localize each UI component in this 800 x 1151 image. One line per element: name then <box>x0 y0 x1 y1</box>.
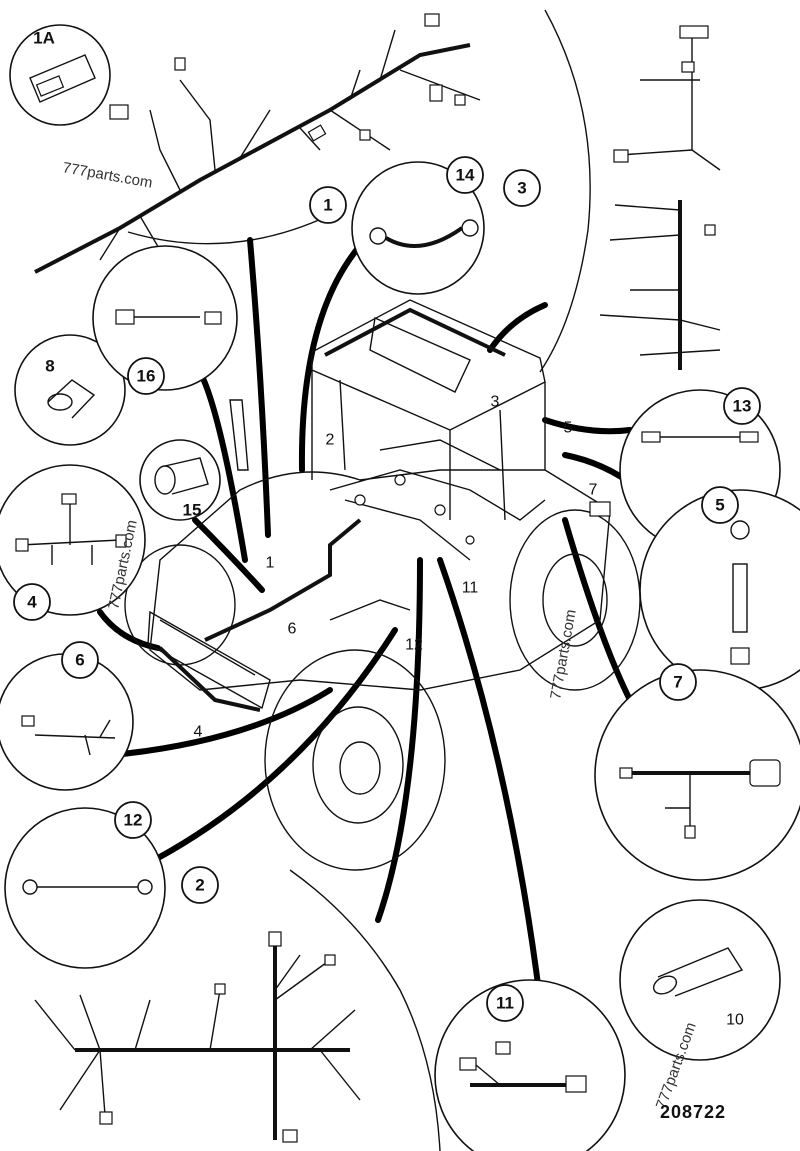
bubble-label: 7 <box>673 673 682 692</box>
bubble-12: 12 <box>114 801 152 839</box>
bubble-11: 11 <box>486 984 524 1022</box>
bubble-label: 14 <box>456 166 475 185</box>
callout-3: 3 <box>491 394 500 411</box>
bubble-7: 7 <box>659 663 697 701</box>
bubble-label: 2 <box>195 876 204 895</box>
bubble-label: 15 <box>183 501 202 520</box>
bubble-label: 1 <box>323 196 332 215</box>
bubble-16: 16 <box>127 357 165 395</box>
bubble-2: 2 <box>181 866 219 904</box>
bubble-label: 8 <box>45 357 54 376</box>
detail-14 <box>351 161 485 295</box>
detail-15 <box>139 439 221 521</box>
detail-6 <box>0 653 134 791</box>
bubble-13: 13 <box>723 387 761 425</box>
leader-lines <box>97 237 691 1003</box>
detail-1a <box>9 24 111 126</box>
harness-1-drawing <box>34 13 481 274</box>
detail-11 <box>434 979 626 1151</box>
callout-labels: 1 2 3 4 5 6 7 11 12 10 <box>194 394 744 1029</box>
bubble-label: 16 <box>137 367 156 386</box>
callout-5: 5 <box>564 420 573 437</box>
bubble-1: 1 <box>309 186 347 224</box>
watermark: 777parts.com <box>61 159 153 192</box>
detail-12 <box>4 807 166 969</box>
harness-2-drawing <box>34 931 361 1143</box>
callout-4: 4 <box>194 724 203 741</box>
bubble-15: 15 <box>183 501 202 520</box>
watermark: 777parts.com <box>547 608 580 700</box>
bubble-label: 6 <box>75 651 84 670</box>
harness-3-drawing <box>599 25 721 370</box>
bubble-label: 11 <box>496 994 514 1013</box>
callout-10: 10 <box>726 1012 744 1029</box>
callout-2: 2 <box>326 432 335 449</box>
callout-7: 7 <box>589 482 598 499</box>
bubble-label: 3 <box>517 179 526 198</box>
drawing-number: 208722 <box>660 1102 726 1122</box>
bubble-14: 14 <box>446 156 484 194</box>
detail-4 <box>0 464 146 616</box>
bubble-8: 8 <box>45 357 54 376</box>
bubble-6: 6 <box>61 641 99 679</box>
detail-8 <box>14 334 126 446</box>
bubble-1a: 1A <box>33 29 55 48</box>
machine-illustration <box>124 299 641 871</box>
bubble-label: 13 <box>733 397 752 416</box>
bubble-label: 4 <box>27 593 37 612</box>
bubble-4: 4 <box>13 583 51 621</box>
bubble-5: 5 <box>701 486 739 524</box>
bubble-label: 12 <box>124 811 143 830</box>
bubble-label: 1A <box>33 29 55 48</box>
callout-6: 6 <box>288 621 297 638</box>
detail-16 <box>92 245 238 391</box>
callout-11: 11 <box>462 580 479 597</box>
bubble-label: 5 <box>715 496 724 515</box>
bubble-3: 3 <box>503 169 541 207</box>
detail-7 <box>594 669 800 881</box>
callout-12: 12 <box>405 637 423 654</box>
detail-10 <box>619 899 781 1061</box>
callout-1: 1 <box>266 555 275 572</box>
